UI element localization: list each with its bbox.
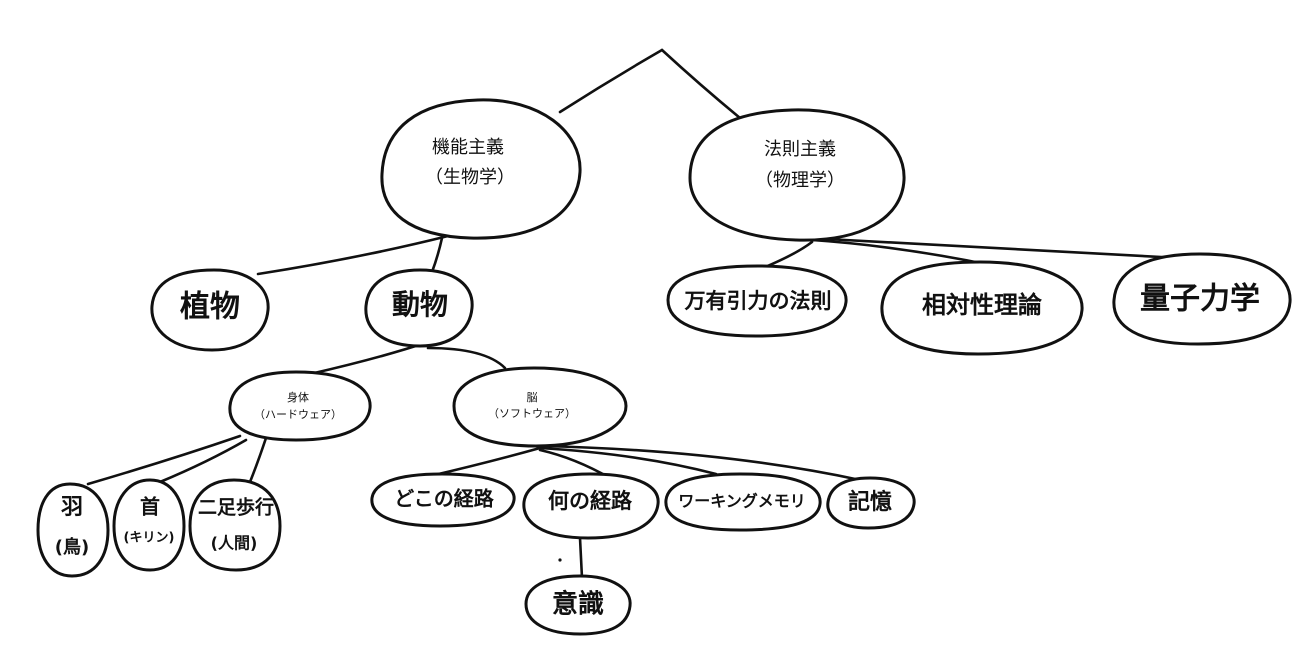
node-where-pathway-label: どこの経路 [394, 487, 494, 511]
node-memory: 記憶 [826, 476, 916, 530]
node-what-pathway-label: 何の経路 [548, 489, 633, 513]
node-plants: 植物 [150, 268, 270, 352]
connectors [86, 48, 1182, 580]
edge-functionalism-animals [430, 236, 444, 274]
node-bipedal-sublabel: (人間) [211, 534, 258, 553]
node-brain-outline [452, 366, 628, 448]
node-memory-outline [826, 476, 916, 530]
node-brain: 脳 （ソフトウェア） [452, 366, 628, 448]
node-relativity: 相対性理論 [880, 260, 1084, 356]
node-quantum-label: 量子力学 [1140, 282, 1260, 317]
node-gravitation-outline [666, 264, 848, 338]
node-gravitation: 万有引力の法則 [666, 264, 848, 338]
node-plants-outline [150, 268, 270, 352]
node-relativity-label: 相対性理論 [922, 291, 1043, 319]
node-functionalism-subtitle: （生物学） [425, 167, 515, 188]
edge-brain-where [428, 446, 542, 478]
node-functionalism: 機能主義 （生物学） [380, 98, 582, 240]
node-functionalism-title: 機能主義 [432, 137, 504, 158]
node-where-pathway: どこの経路 [370, 472, 516, 528]
node-nomism-subtitle: （物理学） [755, 170, 845, 191]
node-plants-label: 植物 [180, 290, 240, 325]
edge-brain-memory [538, 444, 862, 482]
node-brain-subtitle: （ソフトウェア） [488, 407, 576, 420]
node-working-memory: ワーキングメモリ [664, 472, 822, 532]
node-neck-outline [112, 478, 186, 572]
edge-brain-working-memory [538, 446, 718, 476]
node-body: 身体 （ハードウェア） [228, 370, 372, 442]
node-what-pathway-outline [522, 472, 660, 540]
edge-functionalism-plants [256, 234, 450, 276]
node-consciousness: 意識 [524, 574, 632, 636]
edge-what-consciousness [578, 536, 584, 580]
node-animals-outline [364, 268, 474, 348]
node-what-pathway: 何の経路 [522, 472, 660, 540]
node-gravitation-label: 万有引力の法則 [684, 289, 832, 313]
node-nomism-outline [688, 108, 906, 242]
node-wings-label: 羽 [61, 495, 83, 520]
node-neck-label: 首 [140, 495, 160, 519]
stray-pen-dot [558, 558, 562, 562]
node-wings-outline [36, 482, 110, 578]
node-bipedal: 二足歩行 (人間) [188, 478, 282, 572]
node-nomism: 法則主義 （物理学） [688, 108, 906, 242]
node-body-title: 身体 [287, 390, 309, 404]
edge-nomism-quantum [806, 236, 1182, 260]
node-body-subtitle: （ハードウェア） [254, 408, 342, 421]
edge-root-nomism [660, 48, 742, 120]
node-relativity-outline [880, 260, 1084, 356]
node-quantum: 量子力学 [1112, 252, 1292, 346]
node-animals: 動物 [364, 268, 474, 348]
node-where-pathway-outline [370, 472, 516, 528]
edge-animals-brain [426, 346, 507, 370]
node-nomism-title: 法則主義 [764, 139, 836, 160]
node-bipedal-outline [188, 478, 282, 572]
node-wings: 羽 (鳥) [36, 482, 110, 578]
node-quantum-outline [1112, 252, 1292, 346]
node-body-outline [228, 370, 372, 442]
edge-body-bipedal [248, 436, 268, 484]
edge-body-neck [158, 438, 248, 484]
node-neck-sublabel: (キリン) [124, 531, 175, 546]
node-animals-label: 動物 [392, 288, 448, 321]
node-memory-label: 記憶 [848, 489, 892, 515]
node-consciousness-outline [524, 574, 632, 636]
node-neck: 首 (キリン) [112, 478, 186, 572]
node-bipedal-label: 二足歩行 [198, 496, 274, 519]
node-wings-sublabel: (鳥) [55, 536, 89, 558]
node-consciousness-label: 意識 [552, 589, 604, 620]
node-working-memory-outline [664, 472, 822, 532]
edge-root-functionalism [558, 48, 664, 114]
node-brain-title: 脳 [527, 391, 538, 404]
edge-body-wings [86, 434, 242, 486]
node-working-memory-label: ワーキングメモリ [678, 492, 806, 511]
node-functionalism-outline [380, 98, 582, 240]
